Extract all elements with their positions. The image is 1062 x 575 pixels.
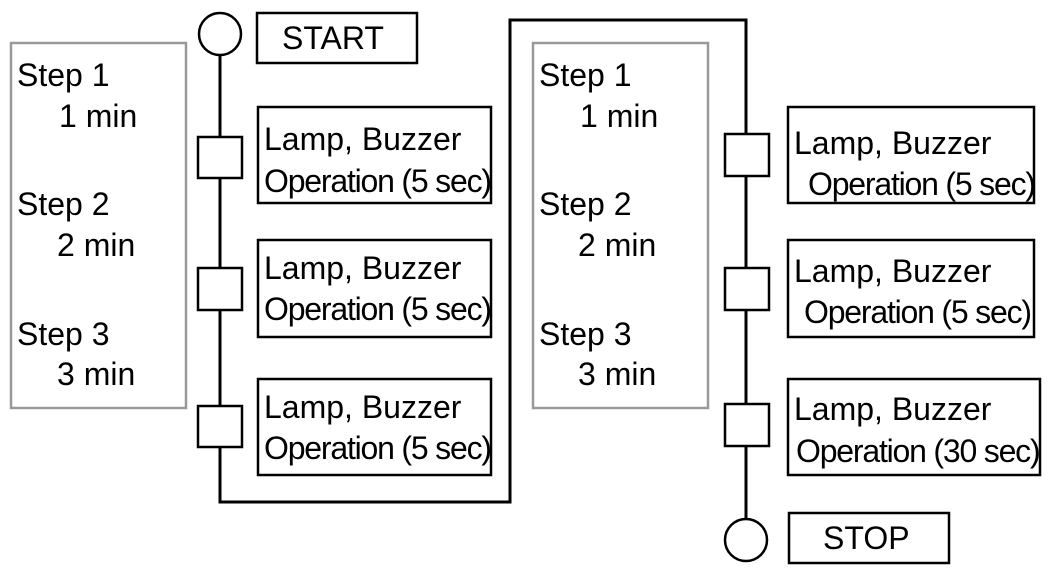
step-time: 1 min [580,98,659,134]
step-node [196,404,244,449]
step-node [723,266,771,312]
action-title: Lamp, Buzzer [794,253,992,289]
start-node [197,11,243,57]
action-title: Lamp, Buzzer [794,125,992,161]
action-box [786,377,1042,477]
step-label: Step 2 [539,186,632,222]
action-duration: Operation (30 sec) [796,433,1041,469]
action-box [256,105,493,205]
step-node [196,266,244,312]
action-title: Lamp, Buzzer [264,121,462,157]
action-title: Lamp, Buzzer [264,389,462,425]
step-label: Step 3 [17,316,110,352]
step-node [723,132,771,178]
step-list-left-box [9,41,188,410]
stop-node [723,517,769,563]
action-duration: Operation (5 sec) [264,291,492,327]
stop-label: STOP [823,520,910,556]
action-box [256,377,493,477]
action-title: Lamp, Buzzer [264,250,462,286]
step-label: Step 1 [17,57,110,93]
step-label: Step 3 [539,316,632,352]
step-time: 2 min [57,227,136,263]
start-label-box [255,11,419,65]
step-label: Step 1 [539,57,632,93]
action-box [786,238,1036,339]
action-duration: Operation (5 sec) [264,430,492,466]
action-box [256,238,493,339]
start-label: START [282,20,384,56]
stop-label-box [787,511,951,565]
step-time: 2 min [578,227,657,263]
step-list-right-box [531,41,710,410]
action-duration: Operation (5 sec) [808,166,1036,202]
step-node [723,402,771,448]
step-time: 3 min [57,356,136,392]
action-duration: Operation (5 sec) [804,294,1032,330]
action-title: Lamp, Buzzer [794,391,992,427]
action-box [786,105,1036,205]
step-node [196,135,244,180]
step-label: Step 2 [17,186,110,222]
action-duration: Operation (5 sec) [264,163,492,199]
step-time: 1 min [59,98,138,134]
step-time: 3 min [578,356,657,392]
